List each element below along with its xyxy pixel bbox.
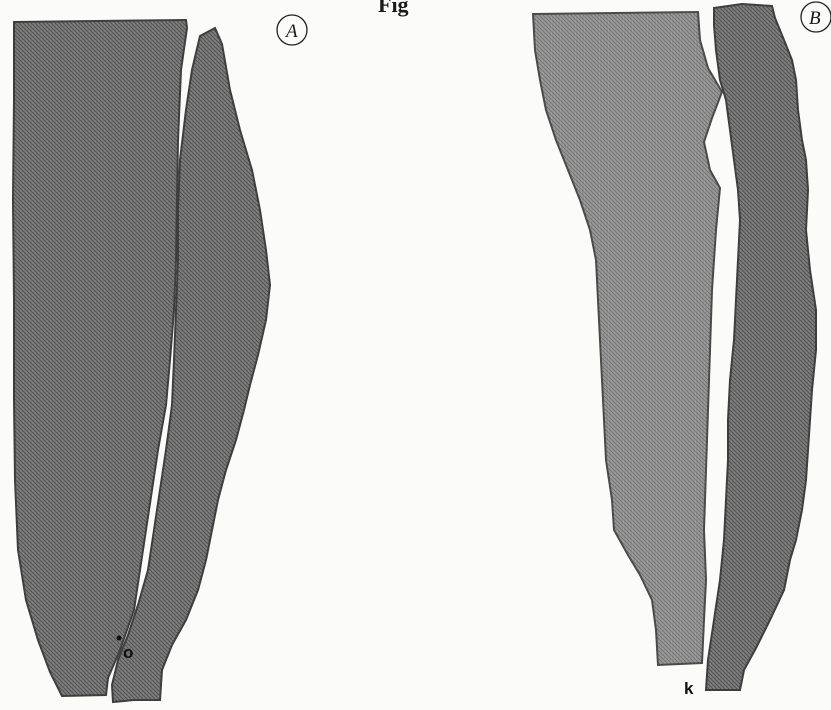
panel-b-left-texture <box>533 12 722 665</box>
panel-b-label: B <box>809 8 821 29</box>
panel-b-point-label: k <box>684 679 694 698</box>
panel-a-label: A <box>284 21 298 42</box>
panel-a-point-label: o <box>123 643 133 662</box>
panel-a: o A <box>13 15 307 702</box>
panel-a-point-marker <box>117 636 122 641</box>
panel-b-right-texture <box>706 4 816 690</box>
figure-title-fragment: Fig <box>378 0 409 17</box>
panel-b: k B <box>533 2 831 698</box>
